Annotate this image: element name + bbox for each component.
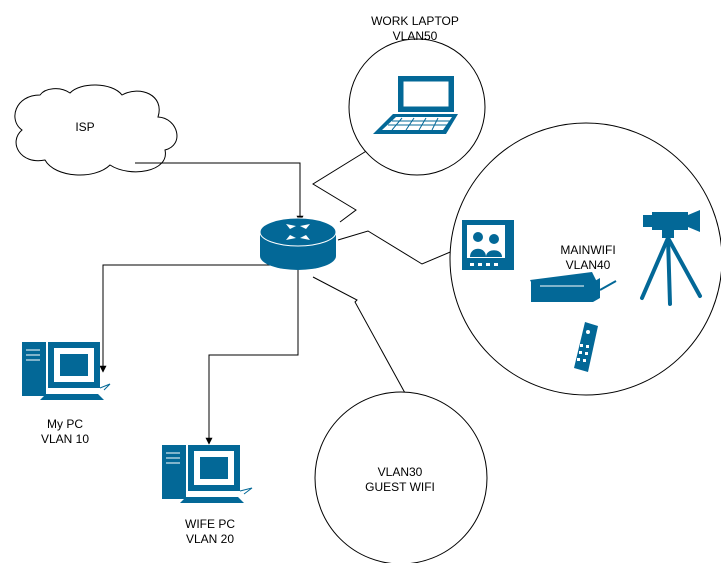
- wife-pc-name: WIFE PC: [185, 517, 235, 531]
- mainwifi-name: MAINWIFI: [560, 243, 616, 257]
- my-pc-vlan: VLAN 10: [40, 432, 90, 446]
- mainwifi-vlan: VLAN40: [565, 258, 611, 272]
- my-pc-name: My PC: [47, 417, 83, 431]
- work-laptop-vlan: VLAN50: [392, 29, 438, 43]
- isp-label: ISP: [75, 120, 95, 134]
- work-laptop-label: WORK LAPTOP VLAN50: [345, 14, 485, 44]
- router-icon: [259, 217, 337, 270]
- work-laptop-name: WORK LAPTOP: [371, 14, 459, 28]
- mainwifi-label: MAINWIFI VLAN40: [548, 243, 628, 273]
- access-point-icon: [530, 272, 617, 302]
- router-mypc-link: [99, 264, 298, 373]
- router-guestwifi-link: [312, 276, 406, 394]
- guest-wifi-label: VLAN30 GUEST WIFI: [350, 465, 450, 495]
- camera-on-tripod-icon: [640, 210, 702, 306]
- laptop-icon: [373, 76, 458, 134]
- desktop-pc-icon: [22, 342, 111, 400]
- router-laptop-link: [312, 149, 369, 223]
- router-mainwifi-link: [337, 230, 456, 265]
- wife-pc-label: WIFE PC VLAN 20: [170, 517, 250, 547]
- remote-control-icon: [574, 322, 598, 372]
- wife-pc-vlan: VLAN 20: [185, 532, 235, 546]
- connections: [99, 149, 456, 445]
- guest-wifi-vlan: VLAN30: [377, 465, 423, 479]
- guest-wifi-name: GUEST WIFI: [365, 480, 435, 494]
- desktop-pc-icon: [162, 445, 253, 503]
- router-wifepc-link: [205, 265, 299, 445]
- isp-router-link: [135, 162, 304, 223]
- guest-wifi-bubble: [314, 391, 488, 563]
- my-pc-label: My PC VLAN 10: [30, 417, 100, 447]
- mainwifi-bubble: [449, 122, 721, 396]
- cloud-icon: [14, 84, 178, 176]
- tv-icon: [462, 220, 514, 270]
